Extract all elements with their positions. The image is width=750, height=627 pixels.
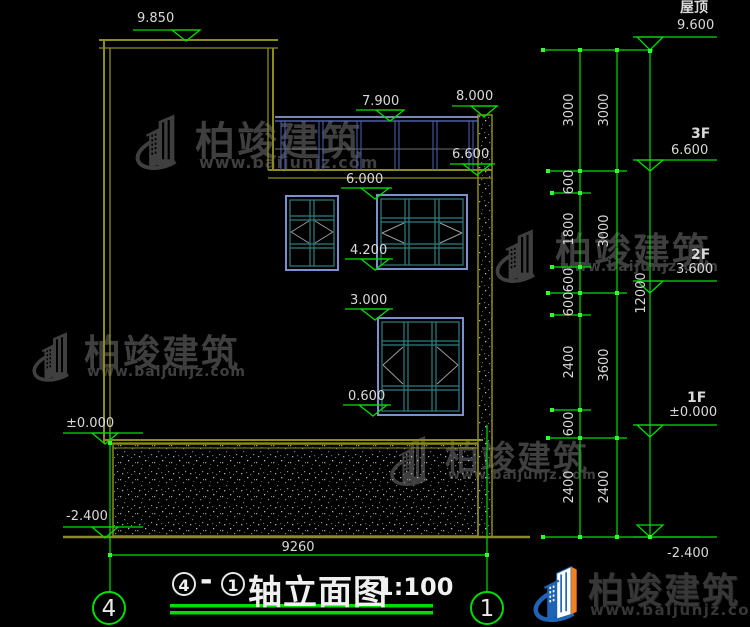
brand-logo-icon	[533, 565, 587, 623]
watermark-website: www.baijunjz.com	[87, 364, 246, 380]
watermark-website: www.baijunjz.com	[560, 259, 719, 275]
window-2f-left	[285, 195, 339, 271]
dimension-grip-dots	[108, 48, 652, 557]
window-1f	[377, 317, 464, 416]
terrace-railing	[275, 116, 478, 170]
watermark-company: 柏竣建筑	[195, 119, 363, 165]
building-outline	[63, 39, 530, 539]
elevation-markers	[63, 29, 717, 539]
watermark-website: www.baijunjz.com	[199, 153, 379, 172]
brand-website: www.baijunjz.com	[590, 601, 750, 619]
column-hatched	[477, 114, 493, 538]
window-2f-right	[376, 194, 468, 270]
ground-hatch	[112, 443, 479, 537]
brand-company: 柏竣建筑	[588, 571, 741, 612]
title-underline	[170, 604, 433, 615]
